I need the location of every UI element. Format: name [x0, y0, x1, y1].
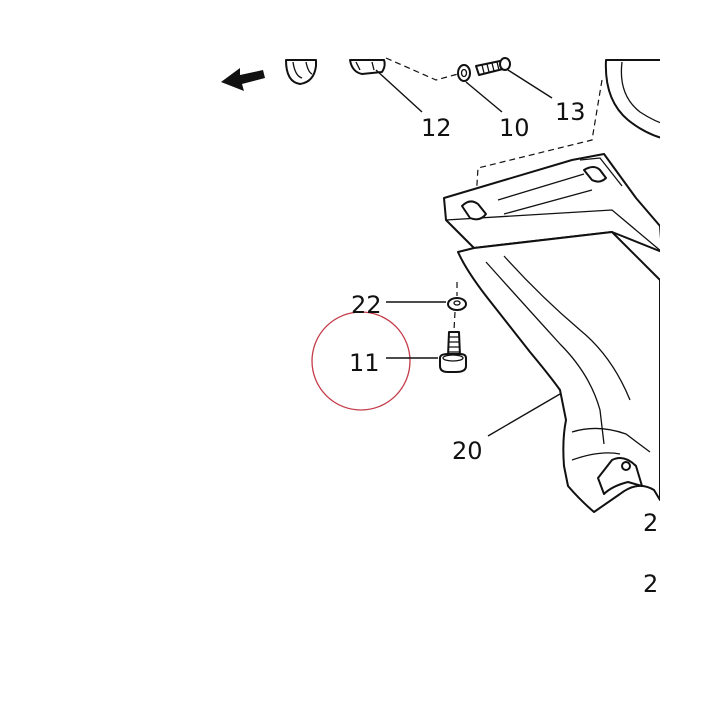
- callout-12: 12: [421, 114, 452, 142]
- crop-mask: [660, 0, 720, 720]
- highlight-circle: [311, 311, 411, 411]
- callout-20: 20: [452, 437, 483, 465]
- leader-10: [465, 81, 503, 113]
- callout-13: 13: [555, 98, 586, 126]
- leader-20: [487, 393, 561, 437]
- washer-22-part: [447, 297, 467, 311]
- assembly-line-top: [385, 57, 459, 81]
- bolt-13-part: [475, 57, 511, 76]
- callout-22: 22: [351, 291, 382, 319]
- callout-cut-1: 2: [643, 509, 658, 537]
- top-bracket-part: [349, 59, 386, 75]
- callout-11: 11: [349, 349, 380, 377]
- assembly-line-vertical: [475, 79, 603, 201]
- leader-13: [507, 69, 553, 99]
- screw-11-part: [439, 331, 467, 373]
- top-bushing-part: [285, 59, 317, 85]
- leader-12: [375, 69, 423, 113]
- arrow-left-icon: [221, 68, 265, 91]
- washer-10-part: [457, 64, 471, 82]
- callout-cut-2: 2: [643, 570, 658, 598]
- assembly-line-screw: [453, 311, 456, 331]
- bracket-20-part: [443, 153, 663, 513]
- callout-10: 10: [499, 114, 530, 142]
